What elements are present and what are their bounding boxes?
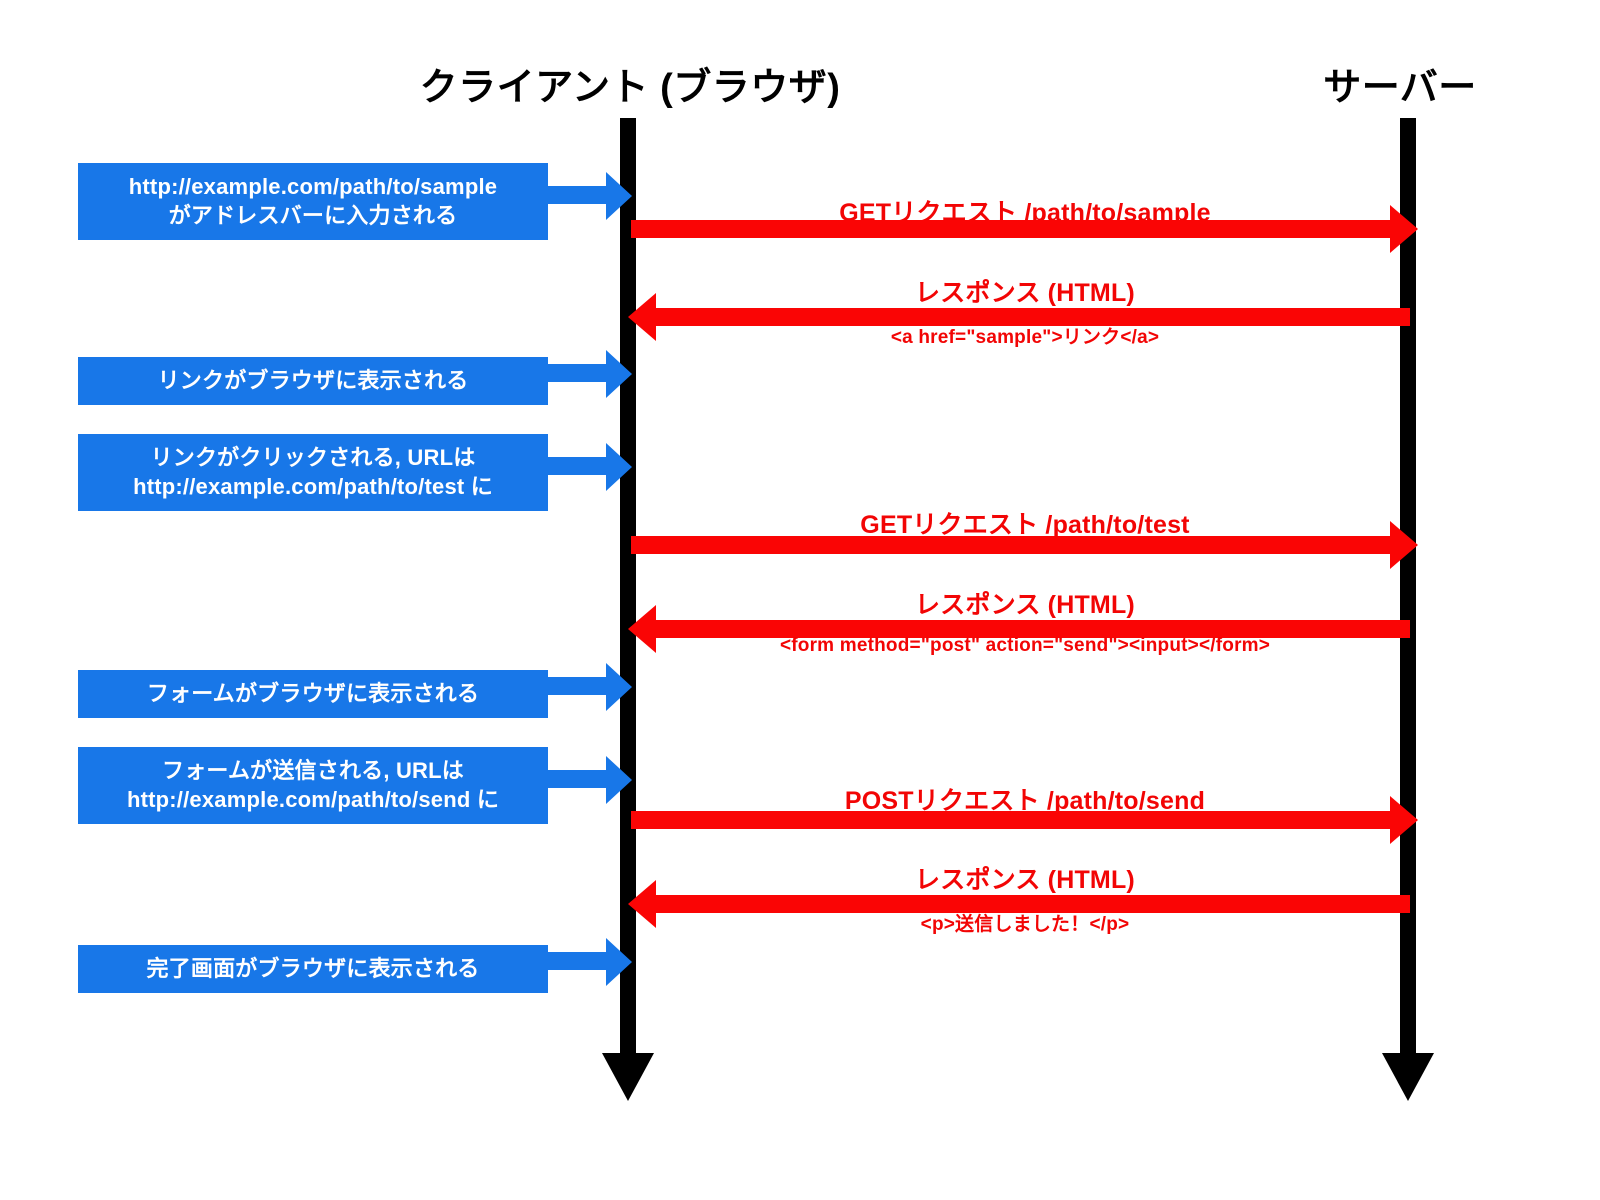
message-sublabel-response-send: <p>送信しました！</p> — [920, 914, 1130, 935]
note-url-entered: http://example.com/path/to/sample がアドレスバ… — [78, 163, 548, 241]
note-line-1: フォームがブラウザに表示される — [146, 681, 480, 706]
note-connector-arrow-icon-3 — [606, 443, 632, 491]
message-arrow-icon-post-send — [1390, 796, 1418, 844]
note-line-1: 完了画面がブラウザに表示される — [146, 956, 480, 981]
note-link-clicked: リンクがクリックされる, URLは http://example.com/pat… — [78, 434, 548, 512]
note-line-2: http://example.com/path/to/test に — [133, 474, 493, 500]
message-arrow-icon-get-sample — [1390, 205, 1418, 253]
note-line-1: リンクがブラウザに表示される — [157, 368, 469, 393]
note-form-displayed: フォームがブラウザに表示される — [78, 670, 548, 719]
note-line-2: http://example.com/path/to/send に — [126, 787, 500, 813]
note-connector-arrow-icon-1 — [606, 172, 632, 220]
note-connector-shaft-1 — [548, 186, 612, 204]
message-shaft-response-test — [648, 620, 1410, 638]
note-connector-shaft-5 — [548, 770, 612, 788]
client-lifeline-arrow-icon — [602, 1053, 654, 1101]
note-form-submitted: フォームが送信される, URLは http://example.com/path… — [78, 747, 548, 825]
server-lifeline-arrow-icon — [1382, 1053, 1434, 1101]
message-label-response-sample: レスポンス (HTML) — [915, 279, 1135, 307]
note-connector-shaft-2 — [548, 364, 612, 382]
note-connector-arrow-icon-5 — [606, 756, 632, 804]
message-label-response-test: レスポンス (HTML) — [915, 591, 1135, 619]
note-line-1: フォームが送信される, URLは — [162, 758, 464, 783]
note-connector-arrow-icon-4 — [606, 663, 632, 711]
message-shaft-response-send — [648, 895, 1410, 913]
message-arrow-icon-response-send — [628, 880, 656, 928]
note-connector-arrow-icon-2 — [606, 350, 632, 398]
message-arrow-icon-response-test — [628, 605, 656, 653]
message-arrow-icon-get-test — [1390, 521, 1418, 569]
note-line-2: がアドレスバーに入力される — [168, 203, 458, 229]
message-shaft-get-sample — [631, 220, 1406, 238]
note-connector-shaft-3 — [548, 457, 612, 475]
message-shaft-post-send — [631, 811, 1406, 829]
message-shaft-get-test — [631, 536, 1406, 554]
note-line-1: リンクがクリックされる, URLは — [150, 445, 476, 470]
message-label-post-send: POSTリクエスト /path/to/send — [844, 787, 1206, 815]
message-label-get-test: GETリクエスト /path/to/test — [860, 511, 1190, 539]
note-connector-shaft-6 — [548, 952, 612, 970]
note-connector-shaft-4 — [548, 677, 612, 695]
note-line-1: http://example.com/path/to/sample — [128, 174, 498, 199]
message-arrow-icon-response-sample — [628, 293, 656, 341]
note-link-displayed: リンクがブラウザに表示される — [78, 357, 548, 406]
message-shaft-response-sample — [648, 308, 1410, 326]
message-label-response-send: レスポンス (HTML) — [915, 866, 1135, 894]
message-sublabel-response-sample: <a href="sample">リンク</a> — [890, 327, 1160, 348]
client-lifeline-title: クライアント (ブラウザ) — [419, 67, 841, 109]
note-connector-arrow-icon-6 — [606, 938, 632, 986]
server-lifeline-title: サーバー — [1323, 67, 1477, 109]
message-sublabel-response-test: <form method="post" action="send"><input… — [779, 635, 1271, 656]
note-complete-displayed: 完了画面がブラウザに表示される — [78, 945, 548, 994]
